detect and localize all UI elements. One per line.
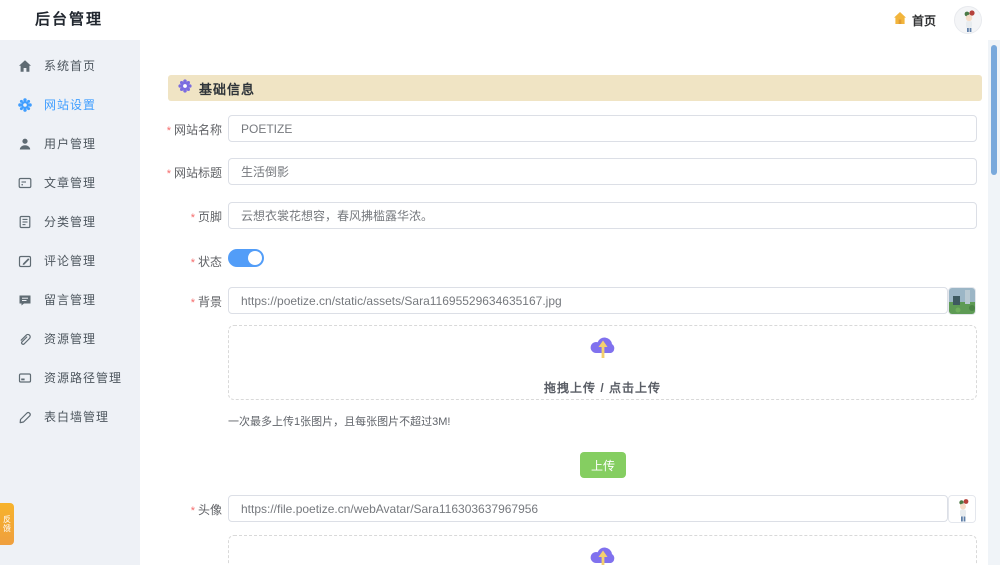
section-header: 基础信息: [168, 75, 982, 101]
feedback-float-tag-label: 反馈: [2, 515, 12, 533]
sidebar-item-confession-wall-management[interactable]: 表白墙管理: [0, 397, 140, 436]
avatar-dropzone[interactable]: [228, 535, 977, 565]
sidebar: 系统首页 网站设置 用户管: [0, 40, 140, 565]
sidebar-item-label: 资源路径管理: [44, 371, 123, 385]
comment-icon: [18, 254, 32, 268]
user-avatar[interactable]: [954, 6, 982, 34]
site-name-input[interactable]: [228, 115, 977, 142]
flower-gear-icon: [178, 78, 192, 98]
background-url-input[interactable]: [228, 287, 948, 314]
sidebar-item-category-management[interactable]: 分类管理: [0, 202, 140, 241]
sidebar-item-message-management[interactable]: 留言管理: [0, 280, 140, 319]
home-orange-icon: [893, 11, 907, 30]
avatar-thumbnail[interactable]: [948, 495, 976, 523]
topbar-actions: 首页: [893, 0, 982, 40]
feedback-float-tag[interactable]: 反馈: [0, 503, 14, 545]
gear-icon: [18, 97, 32, 112]
home-icon: [18, 59, 32, 73]
section-title: 基础信息: [199, 81, 256, 97]
sidebar-item-label: 用户管理: [44, 137, 97, 151]
sidebar-item-label: 表白墙管理: [44, 410, 110, 424]
footer-label: *页脚: [190, 210, 222, 224]
main-content: 基础信息 *网站名称 *网站标题 *页脚 *状态 *背景: [140, 40, 988, 565]
sidebar-item-label: 文章管理: [44, 176, 97, 190]
pen-clip-icon: [18, 410, 32, 424]
cloud-upload-icon: [229, 544, 976, 565]
sidebar-item-resource-management[interactable]: 资源管理: [0, 319, 140, 358]
home-link-label: 首页: [911, 13, 936, 28]
status-label: *状态: [190, 255, 222, 269]
article-icon: [18, 176, 32, 190]
sidebar-item-user-management[interactable]: 用户管理: [0, 124, 140, 163]
sidebar-item-label: 分类管理: [44, 215, 97, 229]
sidebar-item-label: 资源管理: [44, 332, 97, 346]
sidebar-item-label: 留言管理: [44, 293, 97, 307]
background-thumbnail[interactable]: [948, 287, 976, 315]
avatar-url-input[interactable]: [228, 495, 948, 522]
site-name-label: *网站名称: [166, 123, 222, 137]
status-toggle[interactable]: [228, 249, 264, 267]
background-label: *背景: [190, 295, 222, 309]
scrollbar-track[interactable]: [988, 40, 1000, 565]
app-title: 后台管理: [35, 11, 104, 28]
scrollbar-thumb[interactable]: [991, 45, 997, 175]
sidebar-item-resource-path-management[interactable]: 资源路径管理: [0, 358, 140, 397]
footer-input[interactable]: [228, 202, 977, 229]
sidebar-item-label: 网站设置: [44, 98, 97, 112]
sidebar-item-comment-management[interactable]: 评论管理: [0, 241, 140, 280]
avatar-label: *头像: [190, 503, 222, 517]
toggle-knob: [248, 251, 262, 265]
top-bar: 后台管理 首页: [0, 0, 1000, 40]
sidebar-item-label: 系统首页: [44, 59, 97, 73]
home-link[interactable]: 首页: [893, 11, 936, 30]
sidebar-item-site-settings[interactable]: 网站设置: [0, 85, 140, 124]
background-dropzone[interactable]: 拖拽上传 / 点击上传: [228, 325, 977, 400]
site-title-input[interactable]: [228, 158, 977, 185]
user-icon: [18, 137, 32, 151]
dropzone-text: 拖拽上传 / 点击上传: [543, 381, 661, 395]
upload-button[interactable]: 上传: [580, 452, 626, 478]
sidebar-item-article-management[interactable]: 文章管理: [0, 163, 140, 202]
paperclip-icon: [18, 332, 32, 346]
cloud-upload-icon: [229, 334, 976, 365]
sidebar-item-system-home[interactable]: 系统首页: [0, 46, 140, 85]
sidebar-item-label: 评论管理: [44, 254, 97, 268]
category-icon: [18, 215, 32, 229]
site-title-label: *网站标题: [166, 166, 222, 180]
upload-hint: 一次最多上传1张图片，且每张图片不超过3M!: [228, 416, 451, 428]
message-icon: [18, 293, 32, 307]
card-icon: [18, 371, 32, 385]
